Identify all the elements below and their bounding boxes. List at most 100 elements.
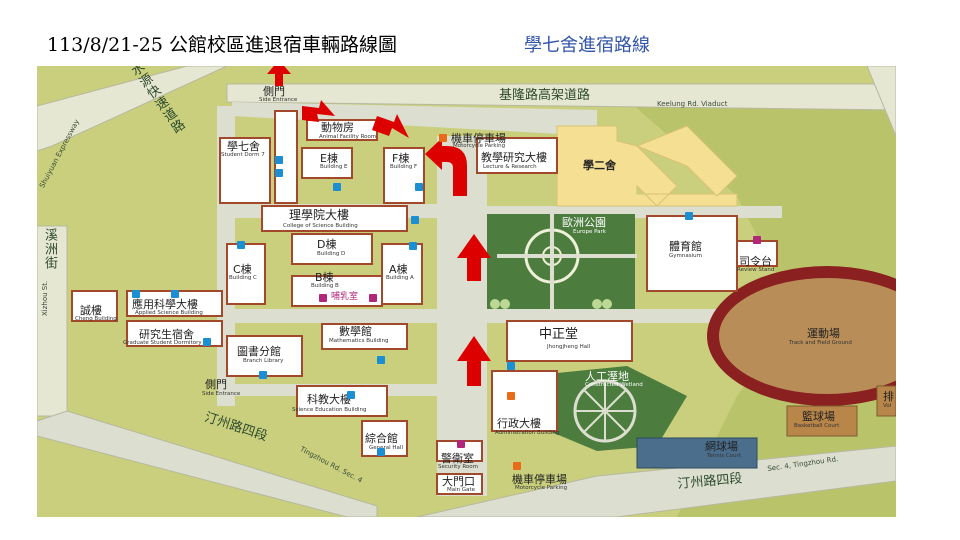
general-label: 綜合館 [365,432,398,445]
shuiyuan-expressway [37,66,228,152]
science-label: 理學院大樓 [289,208,350,222]
right-ramp [866,66,896,137]
page-title: 113/8/21-25 公館校區進退宿車輛路線圖 [47,34,397,56]
xizhou-street-label: 溪洲街 [42,228,57,270]
volleyball-label: 排 [883,390,894,403]
math-en: Mathematics Building [329,338,389,344]
dorm7-label: 學七舍 [227,140,260,153]
europe-park [487,214,635,309]
sciedu-en: Science Education Building [292,407,367,413]
elevator-icon [333,183,341,191]
animal-en: Animal Facility Room [319,134,377,140]
tennis-label: 網球場 [705,440,738,453]
moto-top-label: 機車停車場 [451,132,506,145]
accessible-icon [347,391,355,399]
side-entrance-bottom-label: 側門 [205,378,227,391]
b-building-en: Building B [311,283,339,289]
a-building-label: A棟 [389,263,408,276]
lecture-building [476,137,558,174]
admin-en: Administration Building [495,430,560,436]
cheng-en: Cheng Building [75,316,117,322]
route-arrow-gate-north [457,336,491,386]
volleyball-court [876,385,896,417]
jhongjheng-building [506,320,633,362]
c-building [226,243,266,305]
accessible-icon [377,448,385,456]
maingate-en: Main Gate [447,487,476,493]
keelung-road-label: 基隆路高架道路 [499,88,591,103]
route-arrow-north-road-2 [302,100,335,122]
applied-building [126,290,223,317]
wetland-label: 人工溼地 [585,370,629,383]
sciedu-building [296,385,388,417]
e-building-en: Building E [320,164,348,170]
nursing-icon [369,294,377,302]
elevator-icon [409,242,417,250]
animal-label: 動物房 [321,121,354,134]
lecture-en: Lecture & Research [483,164,537,170]
d-building [291,233,373,265]
keelung-road-en: Keelung Rd. Viaduct [657,100,728,108]
wetland-en: Constructed Wetland [585,382,643,388]
accessible-icon [259,371,267,379]
europe-park-en: Europe Park [573,229,606,235]
side-entrance-top-en: Side Entrance [259,97,298,103]
xizhou-street-en: Xizhou St. [41,280,49,316]
route-arrow-north-road-1 [372,114,409,138]
moto-bottom-label: 機車停車場 [512,473,567,486]
mail-icon [507,392,515,400]
f-building-en: Building F [390,164,418,170]
accessible-icon [275,156,283,164]
accessible-icon [685,212,693,220]
e-building-label: E棟 [320,152,338,165]
route-arrow-uturn [425,138,467,196]
accessible-icon [507,362,515,370]
e-building [301,147,353,179]
dorm7-en: Student Dorm 7 [221,152,265,158]
route-arrows [267,66,491,386]
europe-park-label: 歐洲公園 [562,216,606,229]
accessible-icon [203,338,211,346]
accessible-icon [237,241,245,249]
applied-en: Applied Science Building [135,310,203,316]
f-building-label: F棟 [392,152,410,165]
basketball-label: 籃球場 [802,410,835,423]
security-label: 警衛室 [441,452,474,465]
accessible-icon [411,216,419,224]
track-en: Track and Field Ground [789,340,852,346]
nursing-icon [319,294,327,302]
a-building-en: Building A [386,275,414,281]
jhongjheng-en: Jhongjheng Hall [547,344,591,350]
moto-top-en: Motorcycle Parking [453,143,506,149]
gym-en: Gymnasium [669,253,702,259]
nursing-room-label: 哺乳室 [331,292,359,302]
tennis-en: Tennis Court [707,453,742,459]
cheng-label: 誠樓 [80,304,102,317]
side-entrance-bottom-en: Side Entrance [202,391,241,397]
maingate-building [436,473,483,495]
elevator-icon [415,183,423,191]
accessible-icon [377,356,385,364]
jhongjheng-label: 中正堂 [539,327,579,342]
accessible-icon [132,290,140,298]
gym-label: 體育館 [669,240,702,253]
science-building [261,205,408,232]
basketball-en: Basketball Court [794,423,840,429]
route-arrow-side-exit [267,66,291,86]
cheng-building [71,290,118,322]
maingate-label: 大門口 [442,475,475,488]
lecture-label: 教學研究大樓 [481,151,547,164]
applied-label: 應用科學大樓 [132,298,198,311]
review-stand-en: Review Stand [737,267,775,273]
review-stand-label: 司令台 [739,255,772,268]
security-en: Security Room [438,464,478,470]
parking-icon [439,134,447,142]
b-building-label: B棟 [315,271,334,284]
dorm2-shape [556,125,738,207]
parking-icon [513,462,521,470]
math-label: 數學館 [339,325,372,338]
c-building-label: C棟 [233,263,252,276]
library-en: Branch Library [243,358,284,364]
volleyball-en: Vol [883,403,892,409]
admin-building [491,370,558,432]
